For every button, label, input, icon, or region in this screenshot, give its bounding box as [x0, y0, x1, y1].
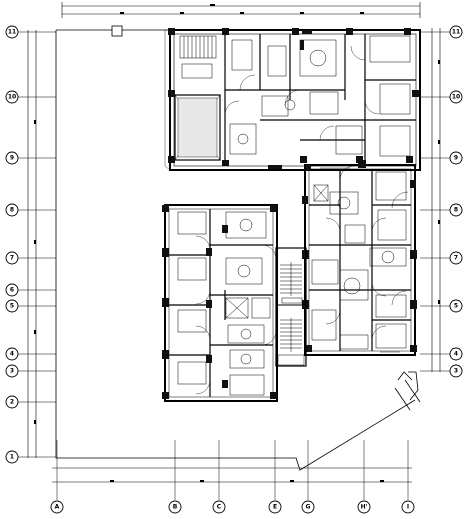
- grid-label: 8: [454, 207, 458, 214]
- grid-bubble-x-B: B: [168, 500, 182, 514]
- grid-label: 8: [10, 207, 14, 214]
- grid-bubble-y-2: 2: [5, 395, 19, 409]
- grid-bubble-y-10: 10: [449, 90, 463, 104]
- grid-label: 11: [8, 29, 16, 36]
- grid-bubbles: A B C E G H' I 1 2 3 3 4 4 5 5 6 7 7 8 8 9 9 10 10 11 11: [5, 25, 463, 514]
- grid-bubble-y-11: 11: [449, 25, 463, 39]
- grid-label: 5: [10, 303, 14, 310]
- grid-bubble-x-C: C: [212, 500, 226, 514]
- grid-bubble-y-1: 1: [5, 450, 19, 464]
- grid-bubble-y-3: 3: [449, 364, 463, 378]
- grid-bubble-y-9: 9: [449, 151, 463, 165]
- grid-label: 5: [454, 303, 458, 310]
- grid-bubble-y-3: 3: [5, 364, 19, 378]
- grid-label: 7: [10, 255, 14, 262]
- grid-label: E: [273, 504, 277, 511]
- grid-label: H': [361, 504, 368, 511]
- grid-label: 10: [452, 94, 460, 101]
- grid-label: 7: [454, 255, 458, 262]
- grid-bubble-y-5: 5: [5, 299, 19, 313]
- upper-building-outline: [164, 28, 421, 171]
- grid-label: 9: [454, 155, 458, 162]
- grid-bubble-y-5: 5: [449, 299, 463, 313]
- column-grid-lines: [18, 31, 450, 500]
- grid-label: 10: [8, 94, 16, 101]
- dimension-lines: [27, 2, 441, 483]
- grid-label: B: [173, 504, 178, 511]
- grid-bubble-y-11: 11: [5, 25, 19, 39]
- left-wing: [162, 204, 278, 402]
- grid-bubble-y-6: 6: [5, 283, 19, 297]
- grid-label: 1: [10, 454, 14, 461]
- grid-label: G: [306, 504, 311, 511]
- right-wing: [302, 160, 417, 356]
- grid-bubble-x-H': H': [357, 500, 371, 514]
- grid-label: A: [55, 504, 60, 511]
- grid-bubble-x-I: I: [401, 500, 415, 514]
- grid-bubble-y-8: 8: [5, 203, 19, 217]
- grid-bubble-y-9: 9: [5, 151, 19, 165]
- grid-label: 3: [10, 368, 14, 375]
- grid-label: 4: [10, 351, 14, 358]
- grid-label: 11: [452, 29, 460, 36]
- grid-bubble-x-E: E: [268, 500, 282, 514]
- grid-bubble-y-7: 7: [449, 251, 463, 265]
- site-boundary: [55, 25, 421, 471]
- grid-bubble-y-4: 4: [449, 347, 463, 361]
- grid-label: 9: [10, 155, 14, 162]
- grid-bubble-y-4: 4: [5, 347, 19, 361]
- grid-bubble-x-A: A: [50, 500, 64, 514]
- grid-bubble-y-10: 10: [5, 90, 19, 104]
- grid-label: 6: [10, 287, 14, 294]
- grid-label: 3: [454, 368, 458, 375]
- stair-core: [275, 247, 307, 367]
- grid-bubble-y-7: 7: [5, 251, 19, 265]
- grid-bubble-x-G: G: [301, 500, 315, 514]
- grid-label: I: [407, 504, 409, 511]
- grid-label: 2: [10, 399, 14, 406]
- grid-label: C: [217, 504, 222, 511]
- grid-bubble-y-8: 8: [449, 203, 463, 217]
- grid-label: 4: [454, 351, 458, 358]
